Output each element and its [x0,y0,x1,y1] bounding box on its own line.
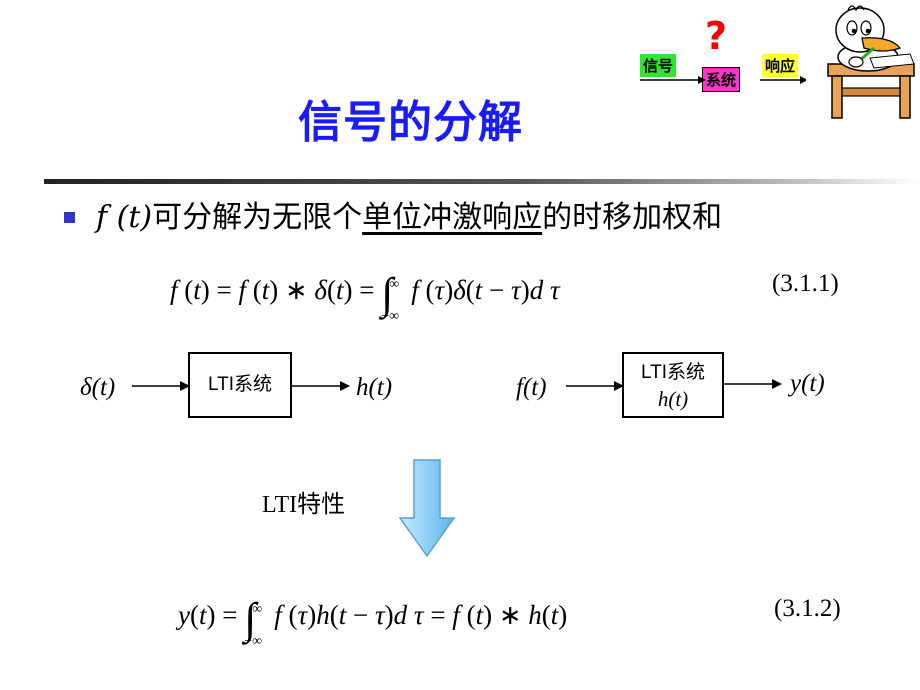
bullet-pre: 可分解为无限个 [152,200,363,235]
diagram1-input: δ(t) [80,374,116,401]
corner-signal-system-diagram: ? 信号 系统 响应 [636,14,806,95]
bullet-text: f (t)可分解为无限个单位冲激响应的时移加权和 [96,192,722,236]
diagram1-input-arrow-icon [132,381,190,391]
bullet-square-icon [64,212,75,223]
diagram1-system-box: LTI系统 [188,352,292,418]
diagram2-box-label: LTI系统 [640,362,706,383]
page-title: 信号的分解 [298,97,523,148]
diagram2-output: y(t) [790,370,825,397]
system-tag: 系统 [702,67,741,92]
duck-reading-icon [827,5,915,119]
equation-number-2: (3.1.2) [774,595,841,622]
corner-arrows-icon [640,76,806,84]
equation-3-1-2: y(t) = ∫∞−∞f (τ)h(t − τ)d τ = f (t) ∗ h(… [178,594,568,649]
diagram1-output: h(t) [356,374,393,401]
diagram2-input: f(t) [516,374,547,401]
bullet-underlined: 单位冲激响应 [362,200,543,235]
diagram1-box-label: LTI系统 [207,374,273,395]
equation-number-1: (3.1.1) [772,270,839,297]
bullet-function: f (t) [96,200,153,235]
diagram1-output-arrow-icon [292,381,350,391]
lti-property-label: LTI特性 [262,492,346,518]
down-arrow-icon [398,459,456,558]
equation-3-1-1: f (t) = f (t) ∗ δ(t) = ∫∞−∞f (τ)δ(t − τ)… [170,269,560,324]
diagram2-box-impulse: h(t) [657,387,689,411]
diagram2-system-box: LTI系统 h(t) [622,352,724,418]
response-tag: 响应 [762,54,799,77]
question-mark: ? [705,14,728,58]
diagram2-input-arrow-icon [566,381,624,391]
bullet-post: 的时移加权和 [542,200,723,235]
diagram2-output-arrow-icon [724,379,782,389]
signal-tag: 信号 [640,54,677,77]
title-divider [44,179,920,184]
